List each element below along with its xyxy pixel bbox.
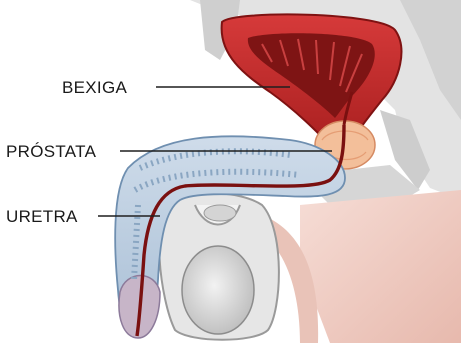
bladder bbox=[222, 14, 402, 149]
testis bbox=[159, 193, 279, 340]
bladder-label: BEXIGA bbox=[62, 78, 127, 97]
prostate-label: PRÓSTATA bbox=[6, 142, 97, 161]
skin-region bbox=[262, 190, 461, 343]
urethra-label: URETRA bbox=[6, 207, 78, 226]
